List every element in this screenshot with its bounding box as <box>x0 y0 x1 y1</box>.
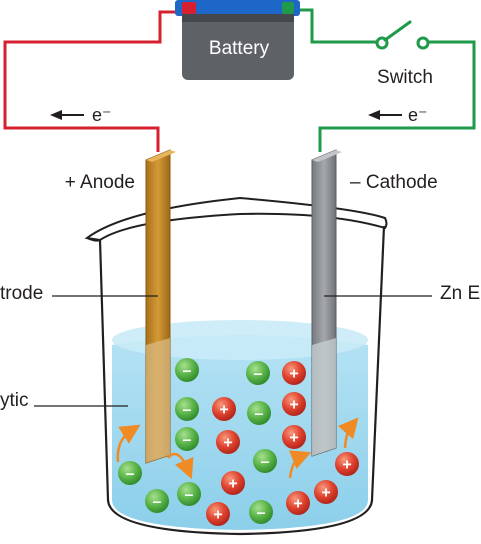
svg-text:–: – <box>126 466 135 483</box>
svg-text:–: – <box>261 454 270 471</box>
anode-label: + Anode <box>65 172 135 193</box>
arrow-left-icon <box>368 110 402 120</box>
svg-text:+: + <box>213 507 222 524</box>
negative-ion: – <box>246 361 270 385</box>
positive-ion: + <box>221 471 245 495</box>
electrolyte-surface <box>112 320 368 360</box>
svg-text:+: + <box>289 397 298 414</box>
svg-text:+: + <box>219 402 228 419</box>
svg-text:–: – <box>254 366 263 383</box>
cathode-label: – Cathode <box>350 172 438 193</box>
positive-ion: + <box>282 425 306 449</box>
svg-text:–: – <box>183 432 192 449</box>
positive-ion: + <box>286 491 310 515</box>
cathode-side-label: Zn E <box>440 283 480 304</box>
negative-wire <box>290 8 378 44</box>
positive-ion: + <box>314 480 338 504</box>
switch-label: Switch <box>377 67 433 88</box>
beaker-icon <box>86 225 386 536</box>
svg-text:+: + <box>293 496 302 513</box>
negative-wire-return <box>318 40 476 152</box>
positive-ion: + <box>206 502 230 526</box>
battery-icon <box>175 0 300 80</box>
svg-text:+: + <box>289 366 298 383</box>
electron-label-left: e⁻ <box>92 105 112 125</box>
curved-arrow-icon <box>288 450 312 479</box>
curved-arrow-icon <box>337 417 359 449</box>
solution-label: ytic <box>0 390 29 411</box>
svg-text:–: – <box>255 406 264 423</box>
positive-ion: + <box>212 397 236 421</box>
negative-ion: – <box>175 427 199 451</box>
svg-text:–: – <box>183 402 192 419</box>
negative-ion: – <box>247 401 271 425</box>
positive-ion: + <box>216 430 240 454</box>
electron-label-right: e⁻ <box>408 105 428 125</box>
cathode-plate <box>311 149 342 457</box>
arrow-left-icon <box>50 110 84 120</box>
svg-text:+: + <box>289 430 298 447</box>
beaker-icon <box>84 196 388 242</box>
positive-ion: + <box>282 361 306 385</box>
anode-side-label: trode <box>0 283 43 304</box>
electrolyte-solution <box>112 335 368 530</box>
curved-arrow-icon <box>116 424 141 463</box>
svg-text:+: + <box>223 435 232 452</box>
svg-text:+: + <box>228 476 237 493</box>
negative-ion: – <box>177 482 201 506</box>
negative-ion: – <box>145 489 169 513</box>
svg-text:–: – <box>185 487 194 504</box>
negative-ion: – <box>249 500 273 524</box>
svg-text:–: – <box>257 505 266 522</box>
svg-text:–: – <box>153 494 162 511</box>
svg-text:–: – <box>183 363 192 380</box>
svg-text:+: + <box>342 457 351 474</box>
positive-ion: + <box>282 392 306 416</box>
negative-ion: – <box>118 461 142 485</box>
svg-text:+: + <box>321 485 330 502</box>
positive-ion: + <box>335 452 359 476</box>
curved-arrow-icon <box>167 452 194 480</box>
negative-ion: – <box>175 358 199 382</box>
battery-label: Battery <box>209 38 270 59</box>
positive-wire <box>3 10 190 152</box>
negative-ion: – <box>253 449 277 473</box>
negative-ion: – <box>175 397 199 421</box>
switch-icon[interactable] <box>375 20 430 50</box>
